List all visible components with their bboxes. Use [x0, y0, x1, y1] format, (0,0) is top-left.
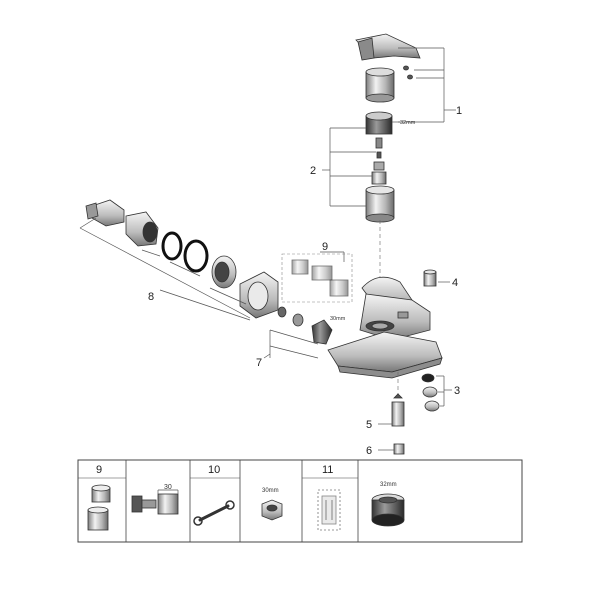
- cartridge-spindle: [371, 137, 387, 185]
- callout-label-7: 7: [256, 357, 262, 369]
- o-rings: [161, 231, 209, 273]
- extension-piece-illustration: [87, 484, 111, 531]
- callout-bracket-7: 7: [256, 329, 319, 369]
- aerator-set: 3: [421, 373, 460, 412]
- adapter-sleeve: [125, 211, 159, 247]
- wrench-icon: [193, 500, 235, 526]
- callout-label-1: 1: [456, 105, 462, 117]
- callout-label-4: 4: [452, 277, 458, 289]
- lever-handle: [355, 33, 421, 80]
- dimension-body-nut: 30mm: [330, 316, 346, 322]
- handle-sleeve: [365, 67, 395, 103]
- body-nut: 30mm: [277, 306, 346, 345]
- hex-nut-illustration: [261, 499, 283, 521]
- rosette-cover: [239, 271, 279, 319]
- callout-bracket-2: 2: [310, 127, 376, 207]
- cartridge-tool-illustration: [317, 489, 341, 531]
- callout-bracket-8: 8: [79, 217, 251, 321]
- diverter-valve: 5: [366, 393, 405, 431]
- callout-label-5: 5: [366, 419, 372, 431]
- table-cell-11-number: 11: [322, 464, 333, 476]
- extension-set: 9: [281, 241, 353, 303]
- plug-cap: 4: [423, 269, 458, 289]
- table-cell-dimension-30mm: 30mm: [262, 488, 279, 494]
- callout-label-2: 2: [310, 165, 316, 177]
- spout: [327, 331, 443, 379]
- valve-seat: 6: [366, 443, 405, 457]
- callout-label-9: 9: [322, 241, 328, 253]
- callout-bracket-1: 1: [398, 47, 462, 123]
- cartridge-body: [365, 185, 395, 223]
- tools-table: 9 30 10 30mm 11: [77, 459, 523, 543]
- mixer-body: [359, 276, 431, 341]
- dimension-cartridge: 32mm: [400, 120, 416, 126]
- extension-dimension-illustration: [131, 489, 179, 515]
- callout-label-3: 3: [454, 385, 460, 397]
- connector-fitting: [85, 199, 125, 227]
- callout-label-6: 6: [366, 445, 372, 457]
- table-cell-10-number: 10: [208, 464, 220, 476]
- table-cell-dimension-30: 30: [164, 484, 172, 491]
- table-cell-dimension-32mm: 32mm: [380, 482, 397, 488]
- table-cell-9-number: 9: [96, 464, 102, 476]
- callout-label-8: 8: [148, 291, 154, 303]
- socket-tool-illustration: [371, 493, 405, 527]
- threaded-nut: [211, 255, 237, 289]
- cartridge-nut: 32mm: [365, 111, 416, 135]
